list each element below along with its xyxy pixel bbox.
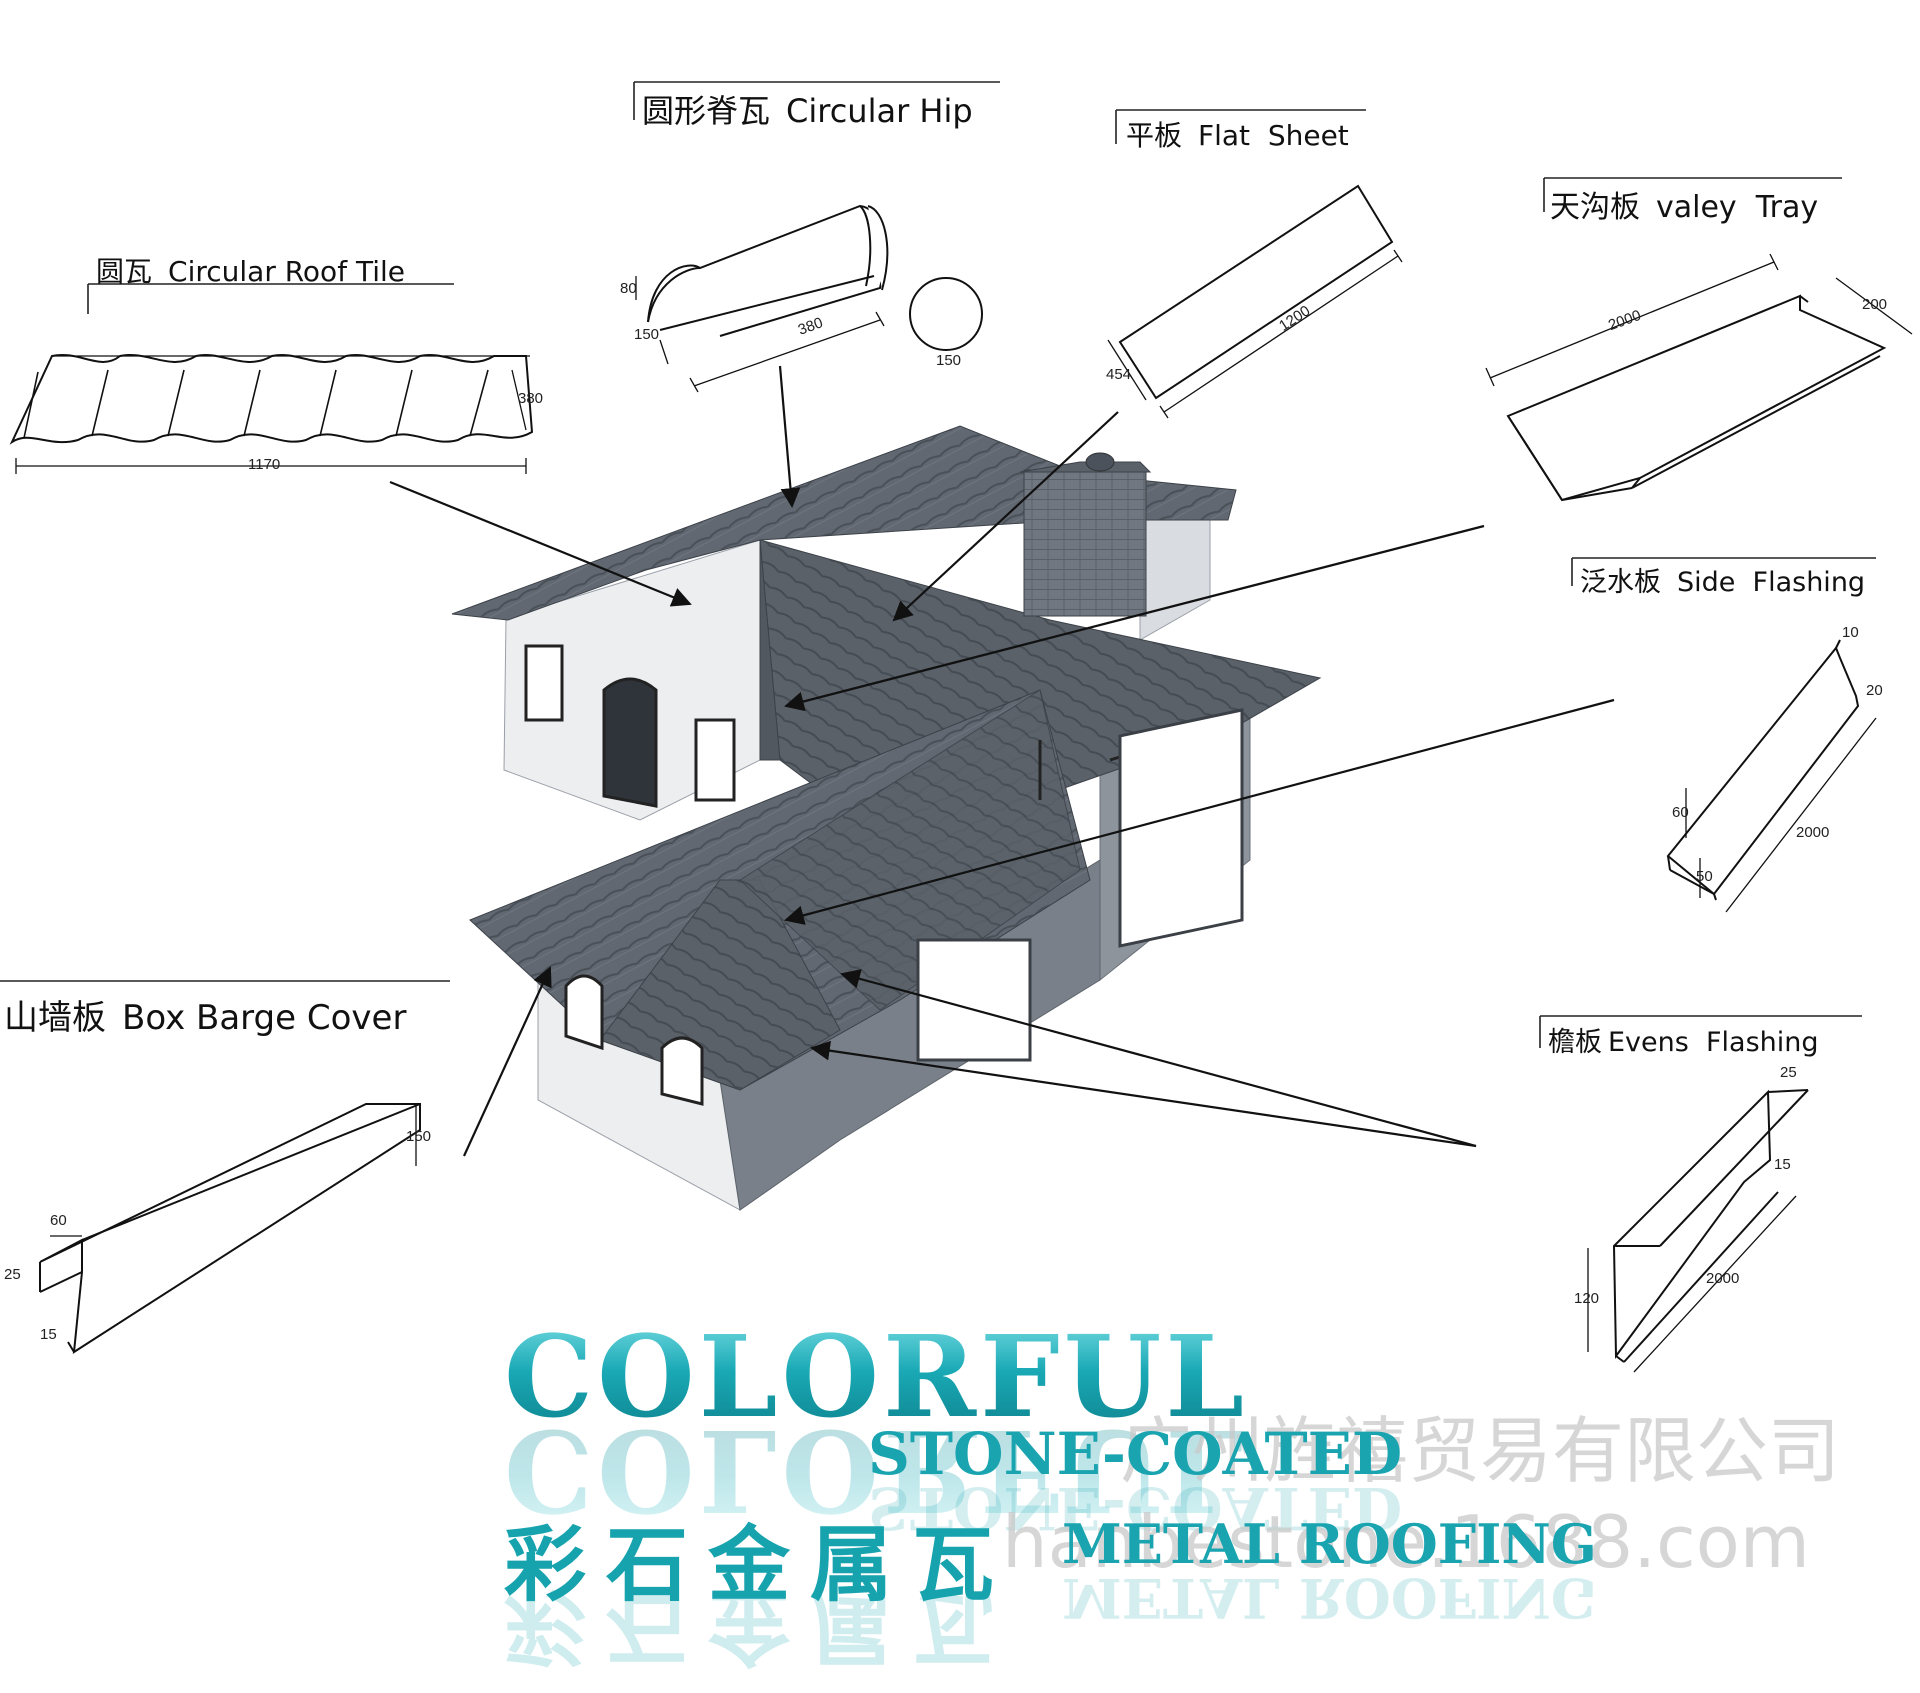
dim-side-length: 2000 — [1796, 824, 1830, 841]
label-zh: 平板 — [1126, 119, 1183, 152]
label-en: Circular Roof Tile — [168, 255, 405, 288]
dim-barge-lip: 15 — [40, 1326, 57, 1343]
brand-chinese-title-reflection: 彩石金属瓦 — [504, 1578, 1015, 1673]
dim-hip-height: 80 — [620, 280, 637, 297]
brand-chinese-title: 彩石金属瓦 — [504, 1518, 1015, 1613]
dim-side-base: 50 — [1696, 868, 1713, 885]
label-en: valey Tray — [1656, 190, 1819, 225]
roofing-diagram: 圆形脊瓦 Circular Hip 平板 Flat Sheet 天沟板 valey T… — [0, 81, 1913, 1673]
label-zh: 圆形脊瓦 — [642, 92, 771, 130]
label-side-flashing: 泛水板 Side Flashing — [1580, 560, 1865, 599]
label-zh: 山墙板 — [4, 998, 106, 1038]
eaves-flashing-drawing — [1587, 1089, 1809, 1373]
dim-side-height: 60 — [1672, 804, 1689, 821]
label-zh: 圆瓦 — [96, 255, 153, 288]
label-circular-hip: 圆形脊瓦 Circular Hip — [642, 86, 973, 132]
label-brackets — [0, 81, 1876, 1048]
brand-title: COLORFUL — [504, 1312, 1249, 1443]
roof-tile-drawing — [9, 353, 534, 474]
dim-eaves-length: 2000 — [1706, 1270, 1740, 1287]
watermark-site: hanbestone.1688.com — [1002, 1500, 1810, 1584]
dim-barge-top: 60 — [50, 1212, 67, 1229]
label-en: Side Flashing — [1677, 567, 1866, 598]
label-en: Evens Flashing — [1608, 1027, 1819, 1058]
dim-hip-end: 150 — [936, 352, 962, 369]
dim-eaves-step: 15 — [1774, 1156, 1791, 1173]
label-circular-roof-tile: 圆瓦 Circular Roof Tile — [96, 250, 405, 290]
dim-barge-height: 150 — [406, 1128, 432, 1145]
brand-subtitle-2: METAL ROOFING — [1062, 1512, 1597, 1576]
circular-hip-drawing — [635, 204, 983, 393]
valley-tray-drawing — [1485, 253, 1913, 502]
diagram-drawing — [0, 81, 1913, 1373]
barge-cover-drawing — [39, 1103, 421, 1354]
label-en: Flat Sheet — [1198, 119, 1349, 152]
dim-eaves-height: 120 — [1574, 1290, 1600, 1307]
dim-tile-height: 380 — [518, 390, 544, 407]
brand-subtitle-1: STONE-COATED — [868, 1420, 1403, 1488]
side-flashing-drawing — [1666, 639, 1877, 913]
label-en: Circular Hip — [786, 92, 973, 130]
label-en: Box Barge Cover — [122, 998, 407, 1038]
brand-subtitle-2-reflection: METAL ROOFING — [1062, 1566, 1597, 1630]
dim-flat-width: 454 — [1106, 366, 1132, 383]
dim-valley-width: 200 — [1862, 296, 1888, 313]
house-illustration — [451, 425, 1322, 1211]
label-zh: 檐板 — [1548, 1027, 1602, 1058]
label-box-barge-cover: 山墙板 Box Barge Cover — [4, 990, 406, 1039]
watermark-company: 广州旌禧贸易有限公司 — [1120, 1409, 1841, 1493]
dim-eaves-top: 25 — [1780, 1064, 1797, 1081]
dim-tile-width: 1170 — [248, 456, 281, 473]
dim-side-top: 10 — [1842, 624, 1859, 641]
dim-side-step: 20 — [1866, 682, 1883, 699]
label-zh: 天沟板 — [1550, 190, 1640, 225]
label-zh: 泛水板 — [1580, 567, 1661, 598]
label-valley-tray: 天沟板 valey Tray — [1550, 182, 1818, 226]
dim-barge-side: 25 — [4, 1266, 21, 1283]
dim-hip-width: 150 — [634, 326, 660, 343]
label-flat-sheet: 平板 Flat Sheet — [1126, 114, 1349, 154]
flat-sheet-drawing — [1107, 184, 1403, 419]
callout-arrows — [389, 365, 1615, 1157]
